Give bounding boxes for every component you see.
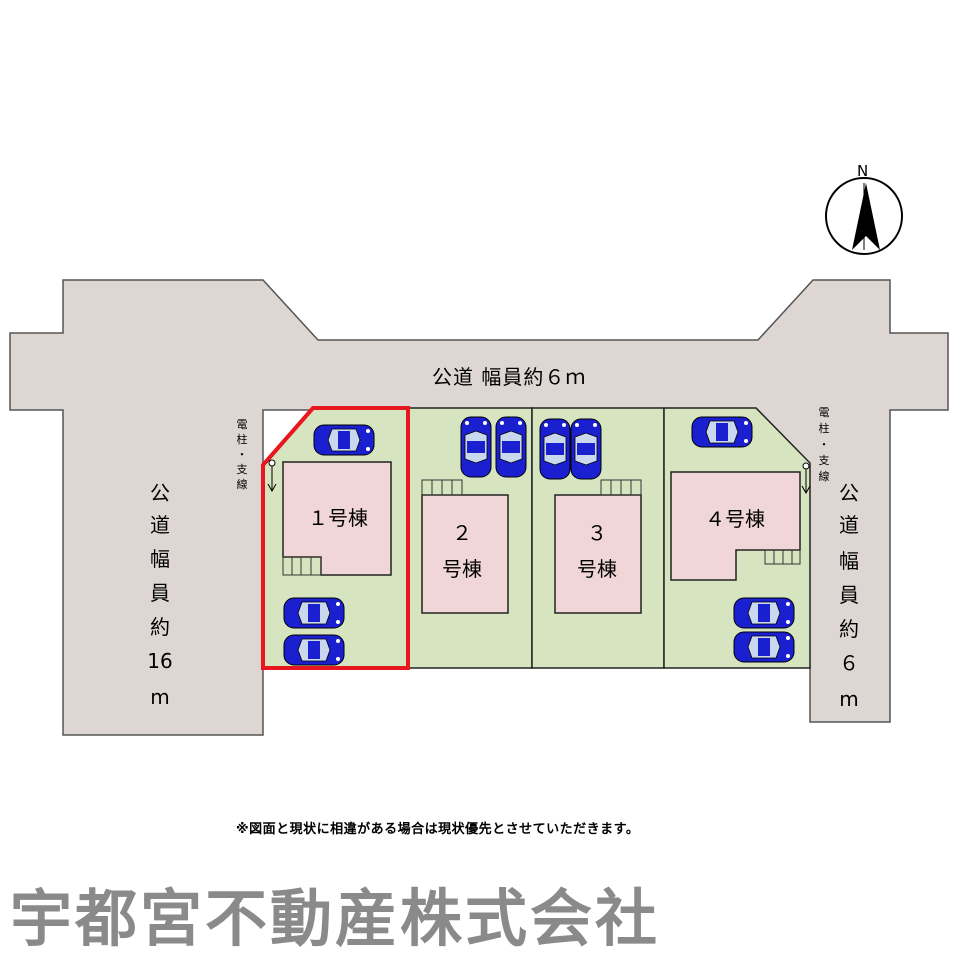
company-name: 宇都宮不動産株式会社 [10, 882, 661, 955]
car-lot1-bottom-b [283, 634, 345, 666]
utility-pole-left-label: 電 柱 ・ 支 線 [237, 418, 248, 491]
lot-2-label-suffix: 号棟 [442, 557, 482, 581]
car-lot4-bottom-b [733, 631, 795, 663]
pole-right-char: 柱 [819, 421, 830, 435]
lot-labels: １号棟 ２ 号棟 ３ 号棟 ４号棟 [308, 506, 765, 581]
road-right-char: 公 [839, 481, 859, 505]
road-left-char: 員 [150, 581, 170, 605]
lot-4-label: ４号棟 [705, 507, 765, 531]
car-lot4-top [691, 416, 753, 448]
lot-3-label-suffix: 号棟 [577, 557, 617, 581]
north-arrow-icon: N [825, 162, 903, 255]
road-left-char: 公 [150, 481, 170, 505]
road-top [9, 279, 949, 736]
houses [282, 461, 801, 614]
entrance-steps [282, 479, 801, 576]
car-lot3-a [539, 418, 571, 480]
road-right-char: m [839, 687, 858, 711]
road-right-label: 公 道 幅 員 約 ６ m [839, 481, 859, 711]
pole-right-char: ・ [819, 438, 830, 451]
road-network [9, 279, 949, 736]
pole-right-char: 電 [819, 406, 830, 419]
steps-house-4 [764, 549, 801, 565]
pole-left-char: 線 [237, 477, 248, 491]
lot-1-label: １号棟 [308, 506, 368, 530]
house-2-footprint [421, 494, 509, 614]
lot-1-highlight [261, 406, 410, 670]
utility-pole-left-marker [267, 459, 277, 493]
road-right-char: 員 [839, 583, 859, 607]
road-left-char: m [150, 685, 169, 709]
pole-left-char: 支 [237, 463, 248, 476]
road-left-char: 16 [147, 649, 172, 673]
road-left-char: 幅 [150, 547, 170, 571]
lot-2-label-number: ２ [452, 521, 472, 545]
car-lot4-bottom-a [733, 597, 795, 629]
steps-house-1 [282, 556, 322, 576]
pole-left-char: 柱 [237, 432, 248, 446]
car-lot1-top [313, 424, 375, 456]
utility-pole-right-marker [801, 462, 811, 495]
road-right-char: 幅 [839, 549, 859, 573]
road-left-char: 約 [150, 615, 170, 639]
pole-left-char: 電 [237, 418, 248, 431]
pole-right-char: 支 [819, 454, 830, 467]
road-left-char: 道 [150, 513, 170, 537]
road-right-char: 約 [839, 617, 859, 641]
disclaimer-note: ※図面と現状に相違がある場合は現状優先とさせていただきます。 [236, 822, 640, 837]
road-right-char: 道 [839, 513, 859, 537]
house-3-footprint [554, 494, 642, 614]
pole-left-char: ・ [237, 448, 248, 461]
car-lot1-bottom-a [283, 597, 345, 629]
road-left-label: 公 道 幅 員 約 16 m [147, 481, 172, 709]
utility-pole-right-label: 電 柱 ・ 支 線 [819, 406, 830, 483]
car-lot2-b [495, 416, 527, 478]
lot-3-label-number: ３ [587, 521, 607, 545]
car-lot3-b [570, 418, 602, 480]
road-right-char: ６ [839, 651, 859, 675]
house-4-footprint [670, 471, 801, 581]
car-lot2-a [460, 416, 492, 478]
pole-right-char: 線 [819, 469, 830, 483]
steps-house-2 [421, 479, 463, 496]
road-top-label: 公道 幅員約６ｍ [432, 365, 586, 389]
steps-house-3 [600, 479, 642, 496]
north-label: N [857, 162, 868, 180]
